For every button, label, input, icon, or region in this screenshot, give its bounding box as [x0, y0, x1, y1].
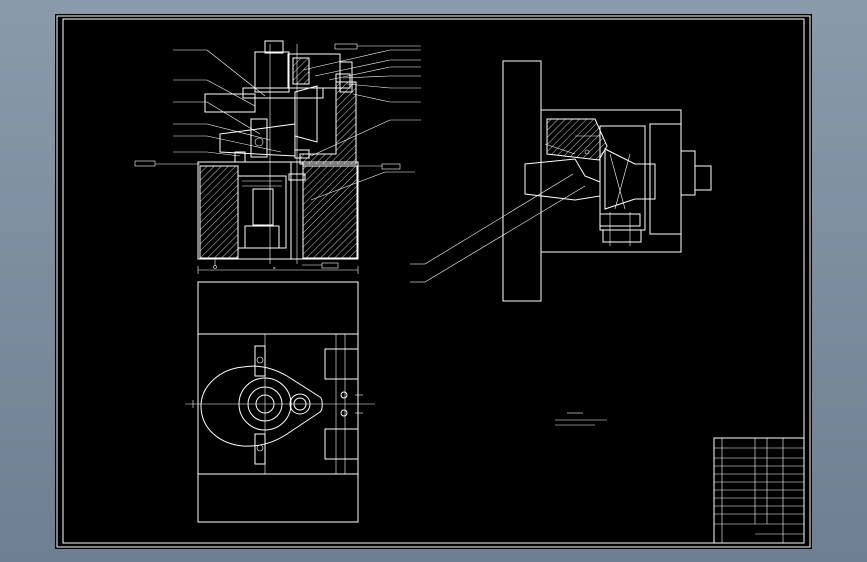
cad-drawing-sheet: Ø [55, 14, 812, 549]
cad-drawing: Ø [56, 15, 811, 548]
front-section-view: Ø [197, 40, 359, 274]
leaders-left [134, 49, 282, 167]
side-view [410, 60, 712, 302]
outer-border [56, 15, 811, 548]
title-block [713, 437, 805, 544]
technical-notes [555, 412, 607, 426]
top-view [185, 281, 375, 523]
svg-text:Ø: Ø [273, 265, 276, 270]
inner-border [62, 18, 805, 544]
leaders-right [302, 43, 421, 269]
